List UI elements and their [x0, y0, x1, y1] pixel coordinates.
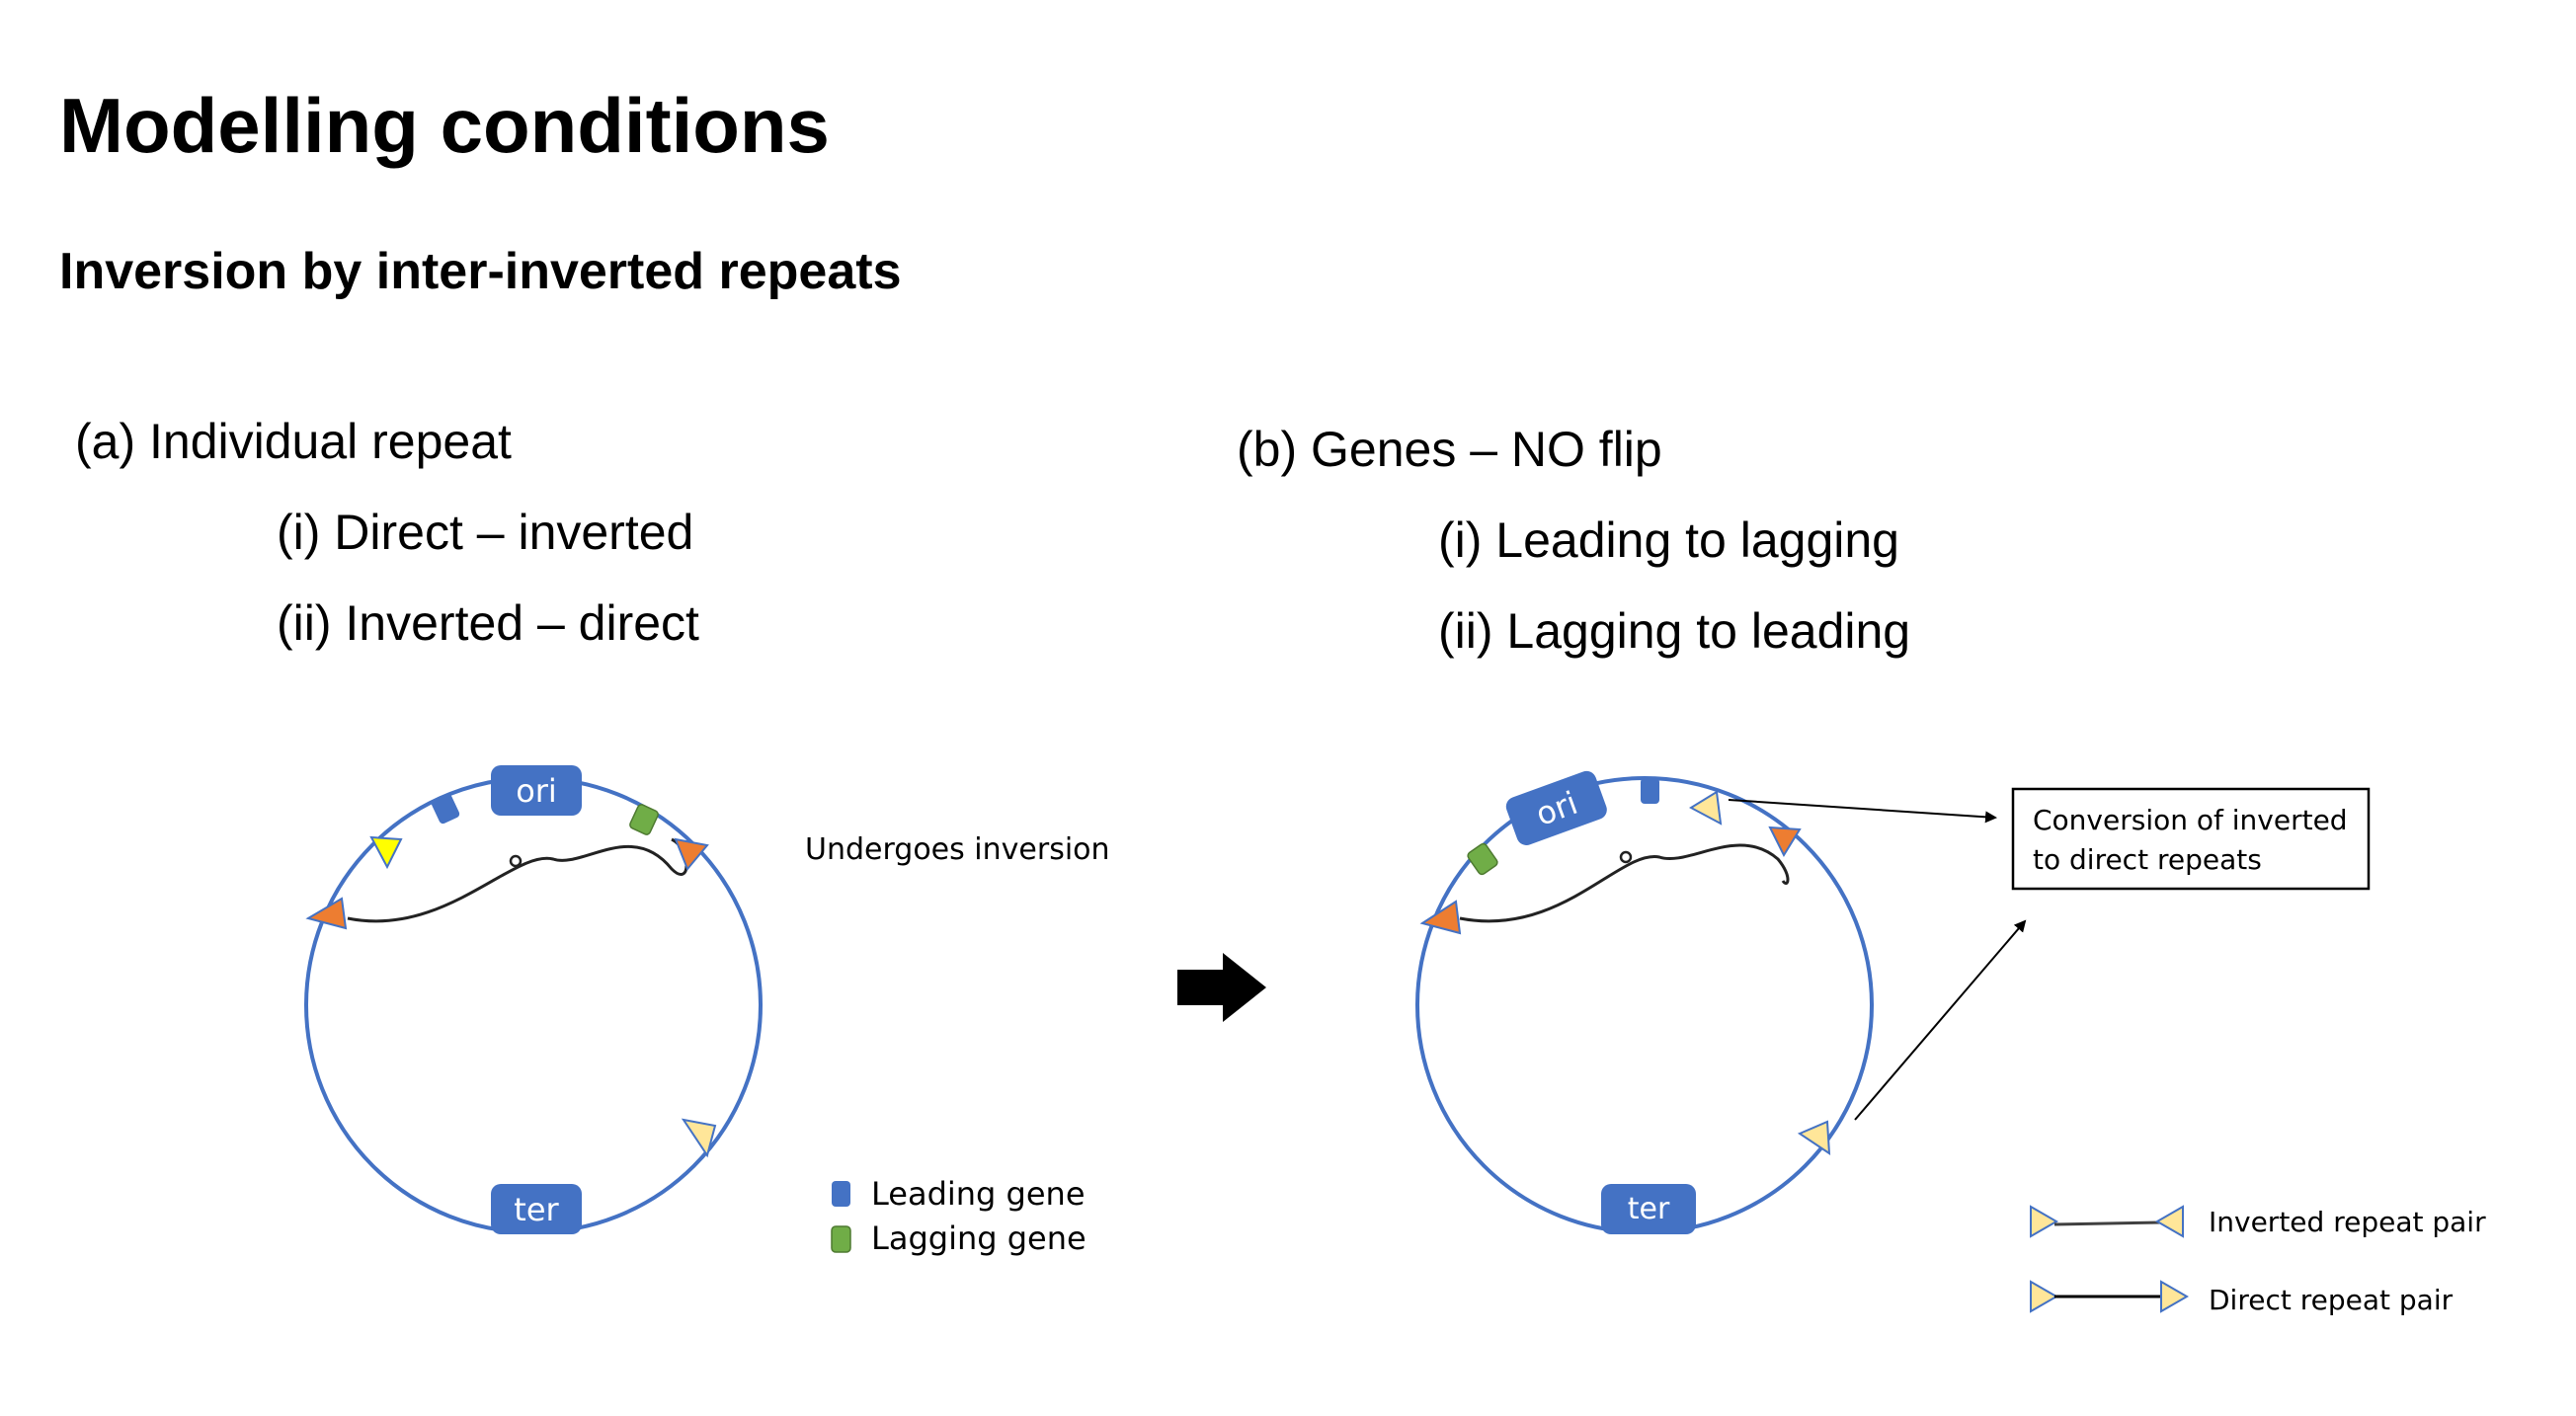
- leading-gene-legend-label: Leading gene: [871, 1175, 1086, 1213]
- right-repeat-orange-right: [1768, 826, 1802, 858]
- right-repeat-orange-left: [1419, 900, 1462, 935]
- right-repeat-pale-bottom: [1797, 1120, 1831, 1155]
- lagging-gene-legend-label: Lagging gene: [871, 1219, 1087, 1257]
- callout-line-1: Conversion of inverted: [2033, 804, 2348, 836]
- left-repeat-orange-left: [305, 897, 348, 930]
- inversion-annotation: Undergoes inversion: [805, 832, 1110, 867]
- left-dna-strand: [347, 837, 688, 923]
- section-b-item-2: (ii) Lagging to leading: [1438, 603, 1911, 659]
- right-lagging-gene: [1467, 842, 1498, 876]
- left-dna-crossover: [509, 854, 523, 868]
- section-a-heading: (a) Individual repeat: [75, 414, 512, 469]
- direct-repeat-pair-icon: [2030, 1280, 2190, 1313]
- left-leading-gene: [431, 793, 460, 825]
- left-repeat-orange-right: [674, 837, 709, 871]
- lagging-gene-swatch: [831, 1225, 851, 1253]
- right-leading-gene: [1641, 778, 1659, 804]
- right-arrow-icon: [1177, 953, 1266, 1022]
- left-ter-box: ter: [491, 1184, 582, 1234]
- left-ter-label: ter: [514, 1191, 559, 1228]
- callout-box: [2011, 787, 2371, 891]
- left-lagging-gene: [629, 804, 659, 835]
- left-repeat-yellow: [369, 835, 403, 870]
- inverted-repeat-pair-icon: [2030, 1205, 2184, 1238]
- callout-arrow-top: [1728, 799, 1997, 824]
- callout-arrow-bottom: [1854, 919, 2027, 1121]
- slide-title: Modelling conditions: [59, 82, 830, 169]
- conversion-callout: Conversion of inverted to direct repeats: [1728, 787, 2371, 1121]
- right-ter-box: ter: [1601, 1184, 1696, 1234]
- section-a-item-2: (ii) Inverted – direct: [277, 595, 699, 651]
- section-b-item-1: (i) Leading to lagging: [1438, 512, 1899, 568]
- right-chromosome-diagram: ori ter: [1415, 770, 1874, 1234]
- section-b-heading: (b) Genes – NO flip: [1237, 422, 1662, 477]
- left-ori-label: ori: [516, 772, 557, 810]
- right-ter-label: ter: [1628, 1192, 1670, 1226]
- callout-line-2: to direct repeats: [2033, 843, 2262, 876]
- left-chromosome-diagram: ori ter: [304, 765, 763, 1234]
- right-repeat-pale-top: [1688, 790, 1723, 826]
- inverted-repeat-pair-label: Inverted repeat pair: [2209, 1206, 2486, 1238]
- slide-subtitle: Inversion by inter-inverted repeats: [59, 243, 902, 300]
- right-dna-strand: [1459, 843, 1790, 923]
- section-a-item-1: (i) Direct – inverted: [277, 505, 694, 560]
- right-dna-crossover: [1619, 850, 1633, 864]
- direct-repeat-pair-label: Direct repeat pair: [2209, 1284, 2454, 1316]
- left-repeat-pale: [681, 1118, 717, 1158]
- gene-legend: Leading gene Lagging gene: [831, 1175, 1087, 1257]
- leading-gene-swatch: [832, 1181, 850, 1207]
- right-ori-box: ori: [1505, 770, 1607, 845]
- repeat-pair-legend: Inverted repeat pair Direct repeat pair: [2030, 1205, 2486, 1316]
- left-ori-box: ori: [491, 765, 582, 816]
